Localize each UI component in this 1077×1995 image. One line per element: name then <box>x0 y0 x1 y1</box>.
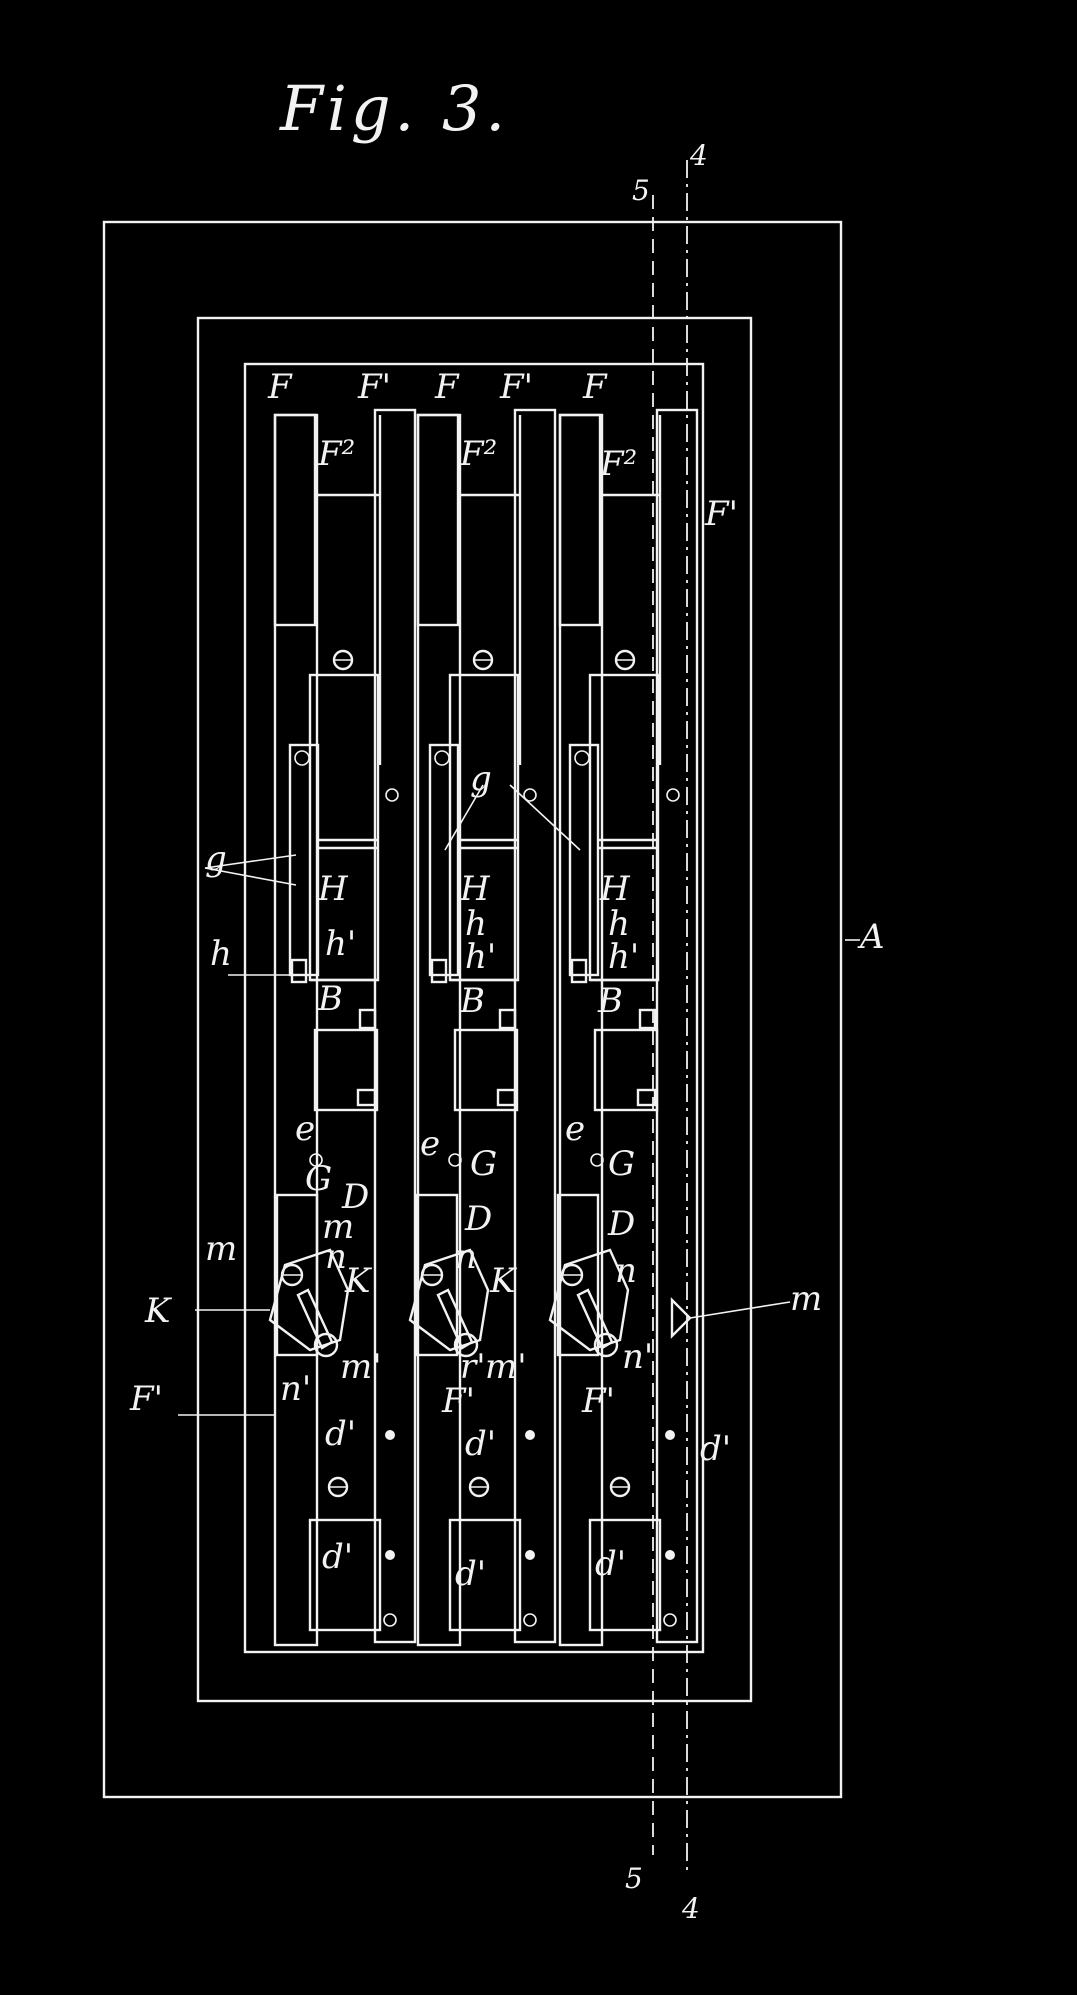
label-n-3: n <box>615 1251 637 1291</box>
switch-blocks <box>288 673 660 1112</box>
label-hprime-3: h' <box>608 937 639 977</box>
label-mprime-2: m' <box>485 1347 527 1387</box>
bar-pins <box>309 788 680 1167</box>
label-G-1: G <box>305 1159 332 1199</box>
label-D-3: D <box>607 1204 635 1244</box>
section-label-5-bottom: 5 <box>625 1862 643 1895</box>
label-Fprime-2b: F' <box>441 1381 475 1421</box>
label-rprime: r' <box>460 1347 486 1387</box>
label-dprime-3: d' <box>700 1429 731 1469</box>
label-e-1: e <box>295 1109 315 1149</box>
section-label-5-top: 5 <box>632 174 650 207</box>
label-G-3: G <box>608 1144 635 1184</box>
label-hprime-2: h' <box>465 937 496 977</box>
cams <box>268 1248 692 1358</box>
label-hprime-1: h' <box>325 924 356 964</box>
label-m-2: m <box>322 1207 354 1247</box>
upper-screws <box>332 649 636 671</box>
leader-lines <box>178 784 860 1416</box>
label-g-2: g <box>470 759 492 799</box>
label-g-1: g <box>205 839 227 879</box>
section-label-4-top: 4 <box>689 139 708 172</box>
label-nprime-3: n' <box>622 1337 653 1377</box>
label-Fprime-right: F' <box>704 494 738 534</box>
label-F-2: F <box>434 367 460 407</box>
label-e-2: e <box>420 1124 440 1164</box>
label-F-3: F <box>582 367 608 407</box>
label-B-1: B <box>317 979 343 1019</box>
label-H-1: H <box>317 869 349 909</box>
label-A: A <box>857 917 885 957</box>
label-Fprime-2: F' <box>499 367 533 407</box>
label-dprime-4: d' <box>322 1537 353 1577</box>
labels: A F F' F F' F F' F² F² F² g g h H h' B H… <box>129 367 885 1594</box>
label-F-1: F <box>267 367 293 407</box>
label-Fprime-1: F' <box>357 367 391 407</box>
label-K-1: K <box>144 1291 173 1331</box>
label-nprime-1: n' <box>280 1369 311 1409</box>
outer-frame <box>102 220 843 1799</box>
label-Fprime-left: F' <box>129 1379 163 1419</box>
label-dprime-1: d' <box>325 1414 356 1454</box>
label-Fprime-3b: F' <box>581 1381 615 1421</box>
label-B-3: B <box>597 981 623 1021</box>
section-label-4-bottom: 4 <box>681 1892 700 1925</box>
label-e-3: e <box>565 1109 585 1149</box>
section-lines: 5 4 5 4 <box>625 139 708 1925</box>
figure-title: Fig. 3. <box>279 72 509 145</box>
label-h-1: h <box>210 934 232 974</box>
label-dprime-5: d' <box>455 1554 486 1594</box>
label-F2-3: F² <box>599 444 637 484</box>
label-B-2: B <box>459 981 485 1021</box>
lower-plates <box>275 1193 600 1357</box>
label-h-2: h <box>465 904 487 944</box>
label-G-2: G <box>470 1144 497 1184</box>
label-F2-1: F² <box>317 434 355 474</box>
label-mprime-1: m' <box>340 1347 382 1387</box>
middle-frame <box>196 316 753 1703</box>
label-H-3: H <box>599 869 631 909</box>
label-D-2: D <box>464 1199 492 1239</box>
label-dprime-2: d' <box>465 1424 496 1464</box>
label-D-1: D <box>341 1177 369 1217</box>
label-K-2: K <box>344 1261 373 1301</box>
label-m-right: m <box>790 1279 822 1319</box>
label-h-3: h <box>608 904 630 944</box>
label-dprime-6: d' <box>595 1544 626 1584</box>
label-F2-2: F² <box>459 434 497 474</box>
inner-frame <box>243 362 705 1654</box>
label-m-1: m <box>205 1229 237 1269</box>
label-n-2: n <box>455 1237 477 1277</box>
label-H-2: H <box>459 869 491 909</box>
label-K-3: K <box>489 1261 518 1301</box>
frames <box>102 220 843 1799</box>
label-n-1: n <box>325 1237 347 1277</box>
lower-screws <box>308 1430 677 1632</box>
